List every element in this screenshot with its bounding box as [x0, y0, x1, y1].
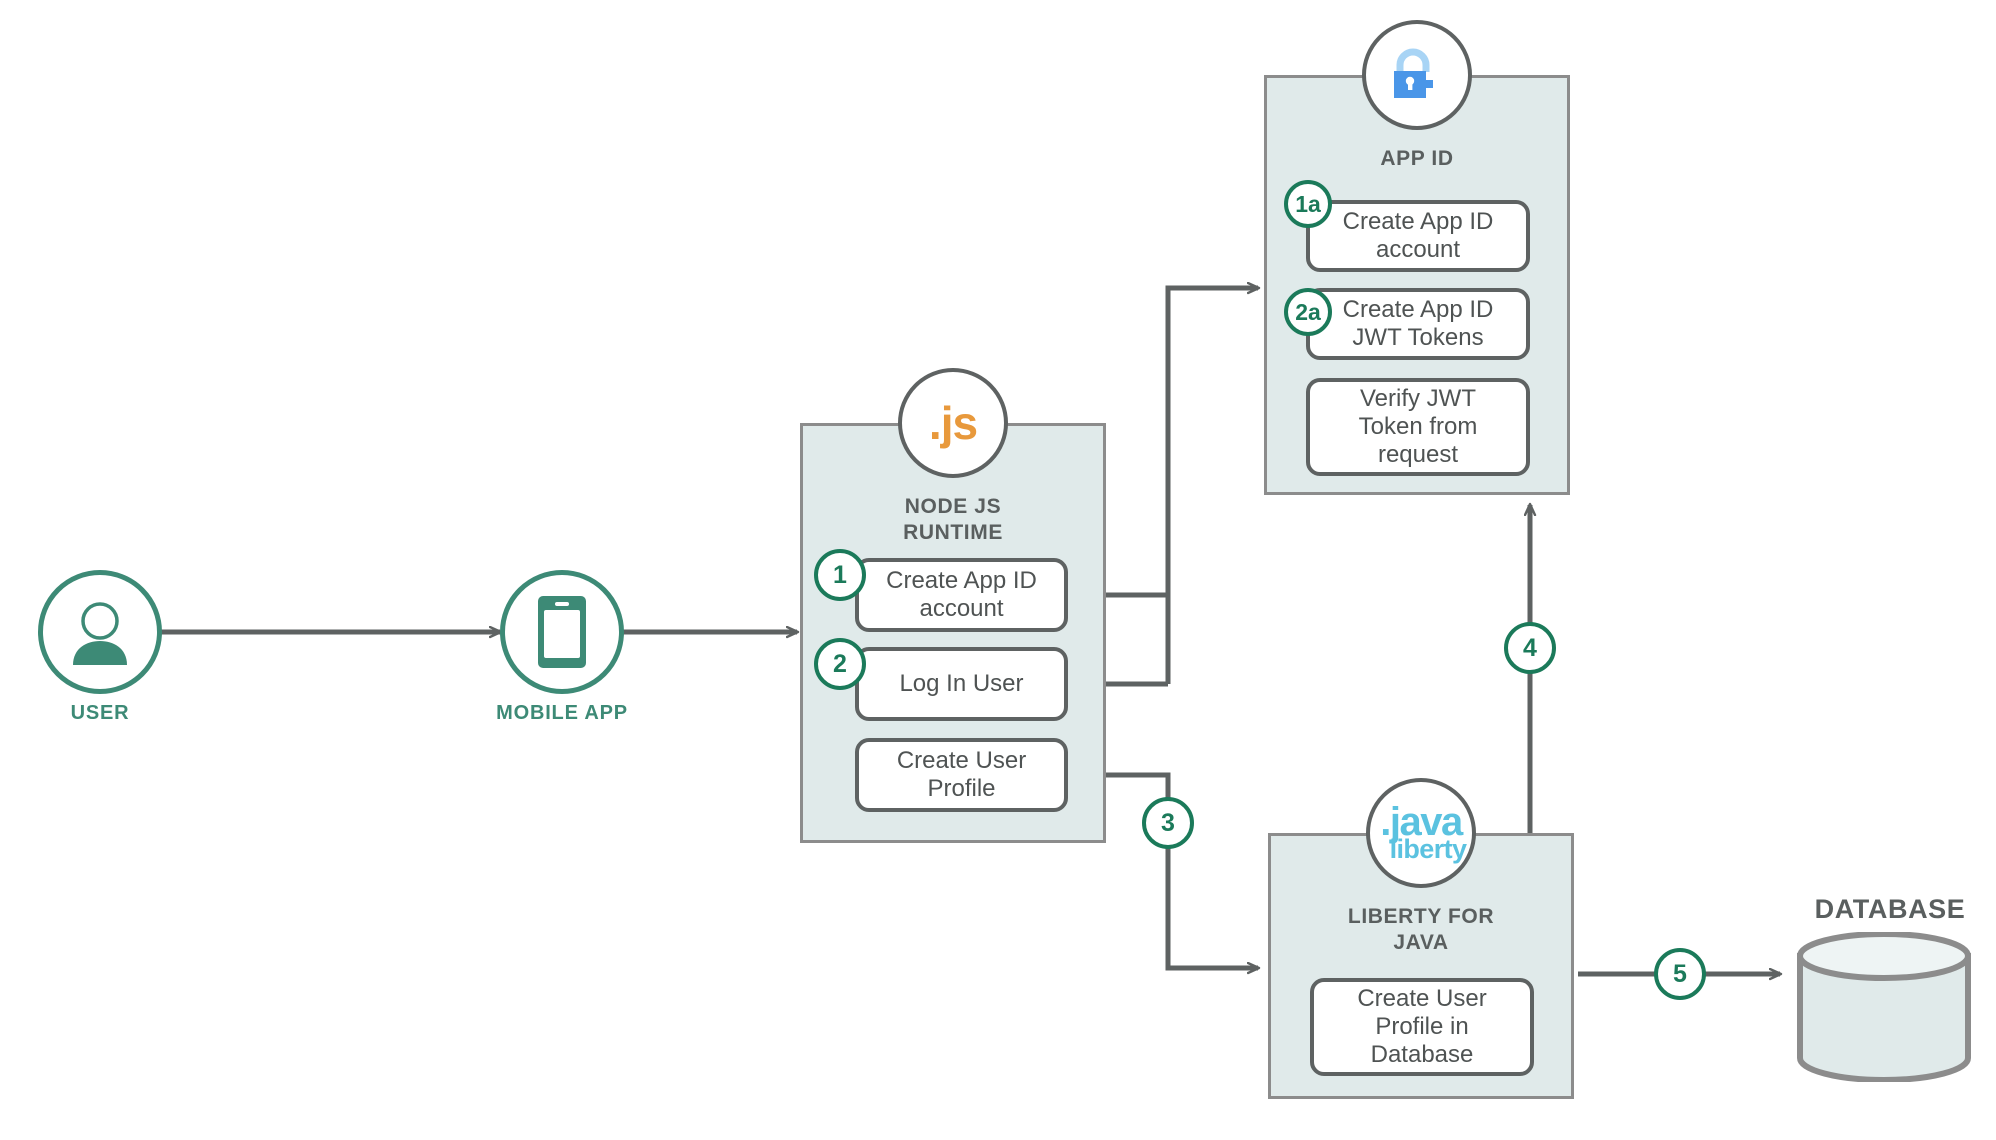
app-id-box-1-line-2: account	[1375, 236, 1461, 263]
app-id-logo-bubble	[1362, 20, 1472, 130]
step-badge-5-label: 5	[1673, 959, 1687, 988]
nodejs-logo-bubble: .js	[898, 368, 1008, 478]
step-badge-2[interactable]: 2	[814, 638, 866, 690]
database-label: DATABASE	[1814, 894, 1966, 924]
step-badge-3-label: 3	[1161, 808, 1175, 837]
database-cylinder-icon	[1797, 931, 1971, 1083]
nodejs-logo-icon: .js	[928, 397, 978, 449]
endpoint-mobile-app-label: MOBILE APP	[496, 702, 628, 724]
java-wordmark: .java	[1380, 799, 1463, 844]
node-js-create-app-id-account-box[interactable]: Create App ID account	[855, 558, 1068, 632]
app-id-title-line-1: APP ID	[1380, 147, 1454, 170]
app-id-title: APP ID	[1264, 146, 1570, 172]
step-badge-2-label: 2	[833, 649, 847, 678]
liberty-box-1-line-2: Profile in	[1375, 1012, 1469, 1040]
liberty-box-1-line-1: Create User	[1357, 984, 1487, 1012]
node-js-box-2-line-1: Log In User	[899, 669, 1024, 697]
mobile-phone-icon	[538, 596, 586, 668]
app-id-box-3-line-2: Token from	[1358, 412, 1478, 440]
node-js-runtime-title: NODE JS RUNTIME	[800, 494, 1106, 545]
node-js-box-1-line-2: account	[919, 595, 1004, 622]
app-id-box-1-line-1: Create App ID	[1342, 207, 1494, 235]
step-badge-5[interactable]: 5	[1654, 948, 1706, 1000]
liberty-title-line-1: LIBERTY FOR	[1347, 905, 1495, 928]
liberty-for-java-title: LIBERTY FOR JAVA	[1268, 904, 1574, 955]
step-badge-3[interactable]: 3	[1142, 797, 1194, 849]
app-id-lock-icon	[1394, 48, 1433, 98]
step-badge-1-label: 1	[833, 560, 847, 589]
node-js-runtime-title-line-1: NODE JS	[904, 495, 1002, 518]
java-liberty-logo-icon: .java liberty	[1376, 799, 1467, 865]
endpoint-user-label: USER	[70, 702, 130, 724]
step-badge-1a[interactable]: 1a	[1284, 180, 1332, 228]
app-id-create-account-box[interactable]: Create App ID account	[1306, 200, 1530, 272]
app-id-box-3-line-3: request	[1377, 441, 1459, 469]
step-badge-2a-label: 2a	[1295, 298, 1321, 325]
database-cylinder[interactable]	[1794, 931, 1974, 1083]
node-js-runtime-title-line-2: RUNTIME	[903, 520, 1003, 544]
user-avatar-icon	[73, 602, 127, 665]
liberty-title-line-2: JAVA	[1393, 930, 1449, 954]
app-id-box-2-line-1: Create App ID	[1342, 295, 1494, 323]
step-badge-4-label: 4	[1523, 633, 1537, 662]
liberty-create-user-profile-db-box[interactable]: Create User Profile in Database	[1310, 978, 1534, 1076]
liberty-wordmark: liberty	[1389, 834, 1467, 865]
step-badge-4[interactable]: 4	[1504, 622, 1556, 674]
app-id-verify-jwt-box[interactable]: Verify JWT Token from request	[1306, 378, 1530, 476]
java-liberty-logo-bubble: .java liberty	[1366, 778, 1476, 888]
node-js-create-user-profile-box[interactable]: Create User Profile	[855, 738, 1068, 812]
node-js-box-3-line-1: Create User	[896, 746, 1027, 774]
liberty-box-1-line-3: Database	[1370, 1041, 1474, 1069]
node-js-log-in-user-box[interactable]: Log In User	[855, 647, 1068, 721]
step-badge-1a-label: 1a	[1295, 190, 1321, 217]
step-badge-1[interactable]: 1	[814, 549, 866, 601]
endpoint-user[interactable]	[38, 570, 162, 694]
node-js-box-3-line-2: Profile	[927, 775, 996, 802]
app-id-box-3-line-1: Verify JWT	[1359, 384, 1476, 412]
app-id-box-2-line-2: JWT Tokens	[1352, 324, 1484, 351]
endpoint-mobile-app[interactable]	[500, 570, 624, 694]
step-badge-2a[interactable]: 2a	[1284, 288, 1332, 336]
app-id-jwt-tokens-box[interactable]: Create App ID JWT Tokens	[1306, 288, 1530, 360]
node-js-box-1-line-1: Create App ID	[886, 566, 1037, 594]
